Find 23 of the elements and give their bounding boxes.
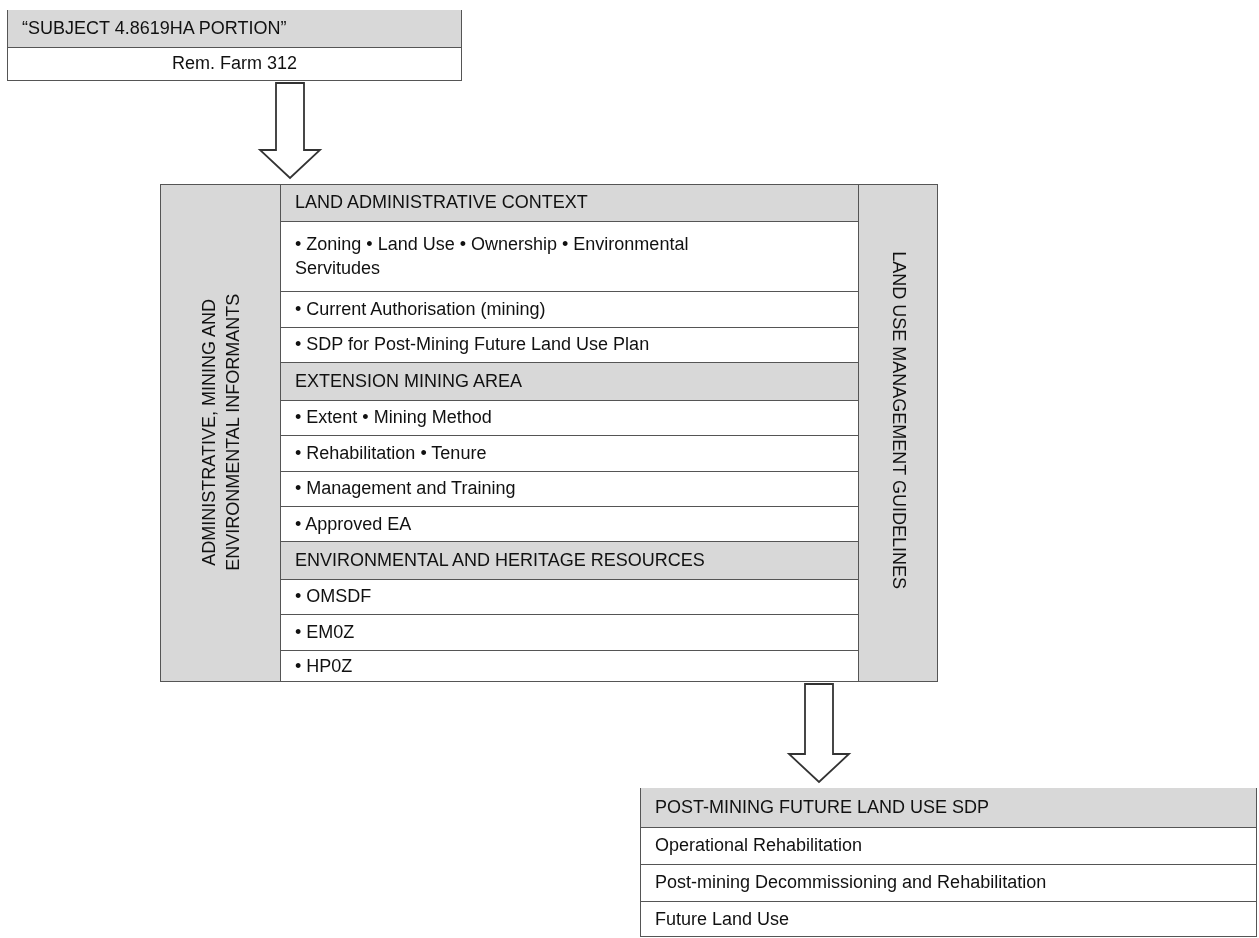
table-row: • Current Authorisation (mining) [281,291,858,327]
table-row: • Management and Training [281,471,858,506]
section-header: EXTENSION MINING AREA [281,363,858,400]
band-label: ADMINISTRATIVE, MINING AND ENVIRONMENTAL INFORMANTS [197,292,244,573]
side-band [161,185,281,681]
band-label: LAND USE MANAGEMENT GUIDELINES [887,250,910,591]
side-band [858,185,937,681]
table-row: Future Land Use [641,901,1256,937]
table-row: • EM0Z [281,614,858,650]
block-arrow [786,683,852,784]
section-header: LAND ADMINISTRATIVE CONTEXT [281,185,858,221]
section-header: ENVIRONMENTAL AND HERITAGE RESOURCES [281,542,858,579]
table-row: Post-mining Decommissioning and Rehabilitation [641,864,1256,901]
section-header: POST-MINING FUTURE LAND USE SDP [641,788,1256,827]
table-frame [160,184,938,682]
table-row: Operational Rehabilitation [641,827,1256,864]
table-row: Rem. Farm 312 [8,47,461,80]
block-arrow [257,82,323,180]
section-header: “SUBJECT 4.8619HA PORTION” [8,10,461,47]
table-row: • HP0Z [281,650,858,682]
table-row: • Extent • Mining Method [281,400,858,435]
table-row: • OMSDF [281,579,858,614]
table-row: • Rehabilitation • Tenure [281,435,858,471]
